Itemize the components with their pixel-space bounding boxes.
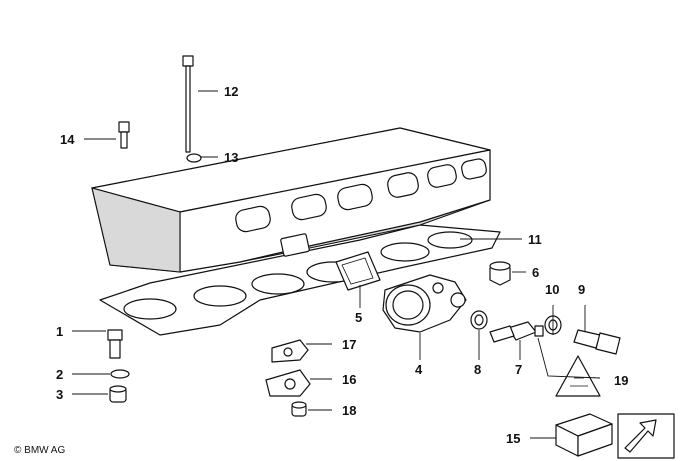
part-16-cover (265, 369, 311, 397)
callout-10: 10 (545, 282, 559, 297)
callout-8: 8 (474, 362, 481, 377)
callout-17: 17 (342, 337, 356, 352)
part-15-box (555, 413, 613, 457)
part-14-bolt (118, 121, 130, 149)
part-19-warning-label (555, 355, 601, 397)
part-13-washer (186, 153, 202, 163)
callout-13: 13 (224, 150, 238, 165)
callout-4: 4 (415, 362, 423, 377)
part-2-sealing-ring (110, 369, 130, 379)
callout-11: 11 (528, 232, 542, 247)
cylinder-head (91, 127, 491, 273)
part-9-temperature-sender (573, 329, 621, 355)
part-12-bolt (182, 55, 194, 153)
callout-5: 5 (355, 310, 362, 325)
callout-12: 12 (224, 84, 238, 99)
arrow-symbol (617, 413, 675, 459)
leader-lines (72, 90, 601, 439)
callout-19: 19 (614, 373, 628, 388)
part-18-plug (291, 401, 307, 417)
callout-1: 1 (56, 324, 63, 339)
part-17-gasket (271, 339, 309, 363)
part-4-water-housing (382, 274, 467, 333)
part-5-gasket (335, 251, 381, 291)
callout-15: 15 (506, 431, 520, 446)
callout-16: 16 (342, 372, 356, 387)
copyright-notice: © BMW AG (14, 445, 66, 456)
part-3-plug (109, 385, 127, 403)
part-6-plug (489, 261, 511, 286)
callout-7: 7 (515, 362, 522, 377)
callout-14: 14 (60, 132, 75, 147)
callout-18: 18 (342, 403, 356, 418)
callout-2: 2 (56, 367, 63, 382)
callout-6: 6 (532, 265, 539, 280)
part-1-screw-plug (107, 329, 123, 359)
part-7-temperature-sensor (489, 321, 544, 343)
callout-9: 9 (578, 282, 585, 297)
part-8-sealing-ring (470, 310, 488, 330)
callout-3: 3 (56, 387, 63, 402)
